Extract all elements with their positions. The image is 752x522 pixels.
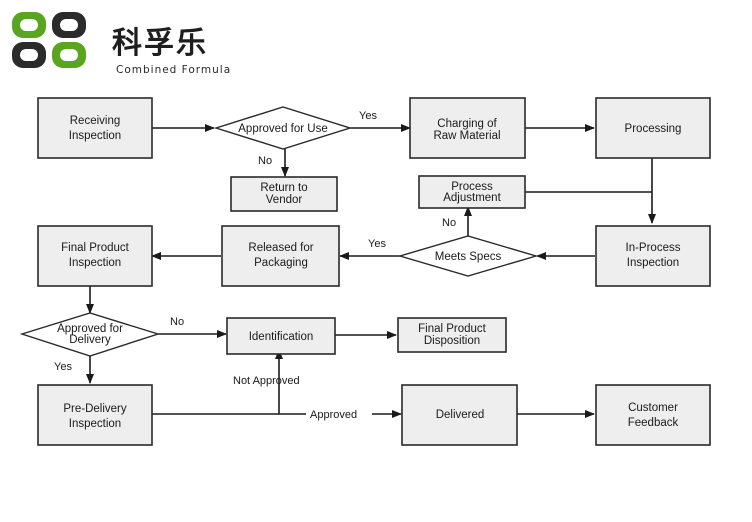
node-labels: Receiving Inspection Approved for Use Ch… [57,115,681,430]
edge-label-meets-specs-yes: Yes [368,238,386,250]
edge-labels: Yes No Yes No No Yes Not Approved Approv… [54,110,456,421]
edge-label-approved-use-yes: Yes [359,110,377,122]
label-adjustment-2: Adjustment [443,192,501,204]
label-in-process-2: Inspection [627,257,679,269]
label-processing: Processing [625,123,682,135]
label-charging-2: Raw Material [433,130,500,142]
node-in-process-inspection [595,225,711,287]
decision-approved-for-use [213,106,353,150]
label-feedback-2: Feedback [628,417,679,429]
logo-mark-icon [12,12,86,68]
label-pre-delivery-2: Inspection [69,418,121,430]
label-approved-delivery-2: Delivery [69,334,111,346]
label-final-inspection-2: Inspection [69,257,121,269]
label-receiving-2: Inspection [69,130,121,142]
brand-name-chinese: 科孚乐 [112,26,208,61]
edge-label-approved-delivery-yes: Yes [54,361,72,373]
node-delivered [401,384,518,446]
label-identification: Identification [249,331,314,343]
node-identification [226,317,336,355]
node-final-product-inspection [37,225,153,287]
label-return-1: Return to [260,182,307,194]
edge-label-approved-use-no: No [258,155,272,167]
decision-nodes [19,106,539,357]
label-receiving-1: Receiving [70,115,121,127]
node-process-adjustment [418,175,526,209]
node-customer-feedback [595,384,711,446]
node-released-for-packaging [221,225,340,287]
decision-approved-for-delivery [19,312,161,357]
label-released-2: Packaging [254,257,308,269]
label-released-1: Released for [248,242,313,254]
node-return-to-vendor [230,176,338,212]
decision-meets-specs [397,235,539,277]
label-delivered: Delivered [436,409,485,421]
label-approved-delivery-1: Approved for [57,323,123,335]
label-meets-specs: Meets Specs [435,251,502,263]
label-approved-use: Approved for Use [238,123,328,135]
brand-name-english: Combined Formula [116,64,232,76]
label-charging-1: Charging of [437,118,497,130]
node-receiving-inspection [37,97,153,159]
label-feedback-1: Customer [628,402,678,414]
node-pre-delivery-inspection [37,384,153,446]
company-logo: 科孚乐 Combined Formula [6,4,266,76]
label-disposition-2: Disposition [424,335,480,347]
edge-label-approved-delivery-no: No [170,316,184,328]
label-disposition-1: Final Product [418,323,487,335]
label-final-inspection-1: Final Product [61,242,130,254]
label-return-2: Vendor [266,194,303,206]
label-adjustment-1: Process [451,181,493,193]
edge-label-meets-specs-no: No [442,217,456,229]
edge-label-not-approved: Not Approved [233,375,300,387]
edge-label-approved: Approved [310,409,357,421]
label-pre-delivery-1: Pre-Delivery [63,403,127,415]
node-processing [595,97,711,159]
label-in-process-1: In-Process [626,242,681,254]
flow-nodes [37,97,711,446]
node-final-product-disposition [397,317,507,353]
flow-edges [86,124,656,418]
node-charging-raw-material [409,97,526,159]
